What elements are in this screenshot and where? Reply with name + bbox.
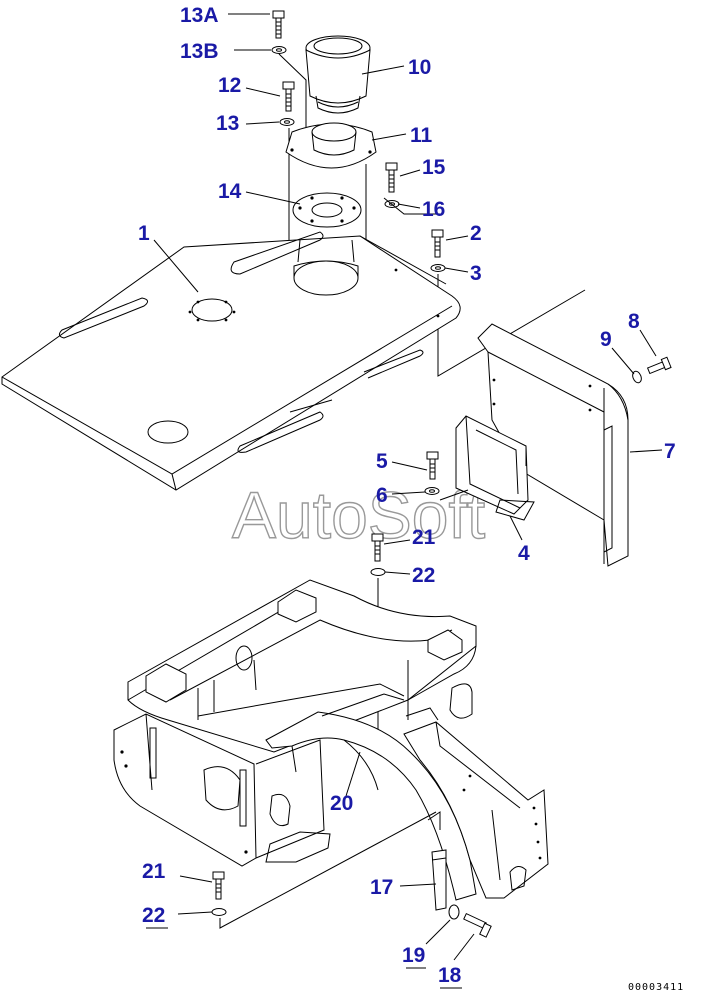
callout-22-upper: 22: [412, 564, 435, 587]
bolt-12: [282, 81, 295, 112]
collar-part-11: [285, 122, 377, 169]
washer-13b: [271, 46, 287, 54]
main-frame: [113, 579, 477, 867]
bolt-2: [431, 229, 444, 258]
callout-17: 17: [370, 876, 393, 899]
bolt-5: [426, 451, 439, 480]
callout-21-upper: 21: [412, 526, 436, 549]
callout-12: 12: [218, 74, 241, 97]
bolt-8: [646, 356, 672, 375]
callout-4: 4: [518, 542, 530, 565]
assembly-line-21-lower: [219, 811, 437, 929]
gasket-part-14: [292, 192, 362, 228]
callout-14: 14: [218, 180, 242, 203]
washer-22-upper: [370, 568, 386, 576]
callout-3: 3: [470, 262, 482, 285]
bolt-13a: [272, 10, 285, 39]
callout-6: 6: [376, 484, 388, 507]
callout-labels: 13A 13B 10 12 13 11 15 14 16 1 2 3 8 9 7…: [138, 4, 676, 987]
callout-8: 8: [628, 310, 640, 333]
callout-5: 5: [376, 450, 388, 473]
callout-13a: 13A: [180, 4, 219, 27]
washer-3: [430, 264, 446, 272]
callout-21-lower: 21: [142, 860, 166, 883]
callout-13: 13: [216, 112, 239, 135]
callout-2: 2: [470, 222, 482, 245]
document-code: 00003411: [628, 982, 684, 993]
assembly-line-5: [439, 489, 469, 501]
callout-7: 7: [664, 440, 676, 463]
callout-22-lower: 22: [142, 904, 165, 927]
callout-11: 11: [410, 124, 433, 147]
leader-lines: [153, 13, 663, 961]
fender-part-20: [265, 693, 477, 901]
callout-20: 20: [330, 792, 353, 815]
callout-15: 15: [422, 156, 446, 179]
callout-18: 18: [438, 964, 462, 987]
cap-part-10: [305, 35, 371, 114]
washer-6: [424, 487, 440, 495]
washer-13: [279, 118, 295, 126]
callout-9: 9: [600, 328, 612, 351]
rear-member: [403, 721, 549, 899]
callout-19: 19: [402, 944, 425, 967]
callout-13b: 13B: [180, 40, 219, 63]
bolt-21-lower: [212, 871, 225, 900]
callout-16: 16: [422, 198, 445, 221]
bolt-21-upper: [371, 533, 384, 562]
callout-10: 10: [408, 56, 431, 79]
bolt-15: [385, 162, 398, 193]
bracket-part-4: [455, 415, 535, 521]
washer-19: [448, 904, 460, 920]
washer-9: [632, 370, 642, 384]
callout-1: 1: [138, 222, 150, 245]
bolt-18: [463, 912, 492, 938]
cover-part-1: [1, 231, 461, 491]
strap-part-17: [431, 849, 447, 911]
panel-part-7: [477, 323, 629, 567]
watermark: AutoSoft: [232, 478, 485, 552]
washer-22-lower: [211, 908, 227, 916]
